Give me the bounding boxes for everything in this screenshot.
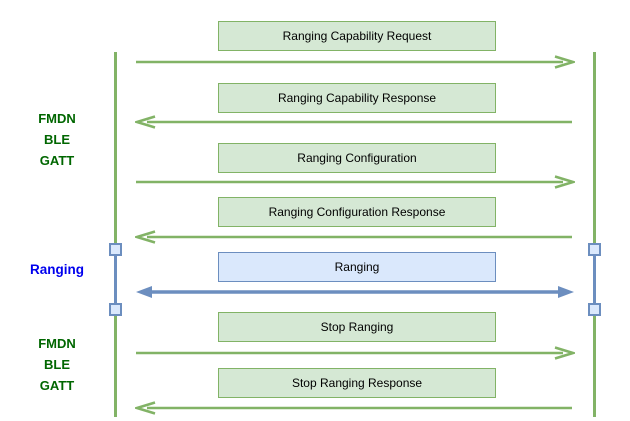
message-box-ranging-configuration-response: Ranging Configuration Response <box>218 197 496 227</box>
right-lifeline <box>593 52 596 417</box>
phase-label-fmdn-ble-gatt-top: FMDN BLE GATT <box>7 108 107 171</box>
phase-label-line: Ranging <box>30 262 84 277</box>
phase-label-line: FMDN <box>38 111 76 126</box>
message-label: Ranging Configuration Response <box>268 205 446 219</box>
message-label: Ranging <box>334 260 380 274</box>
message-label: Ranging Configuration <box>297 151 417 165</box>
arrow-ranging-capability-response-left <box>135 115 572 129</box>
message-box-ranging-configuration: Ranging Configuration <box>218 143 496 173</box>
message-box-stop-ranging-response: Stop Ranging Response <box>218 368 496 398</box>
arrow-ranging-bidirectional <box>136 286 574 298</box>
arrow-ranging-configuration-right <box>136 175 575 189</box>
phase-label-ranging: Ranging <box>7 262 107 278</box>
message-box-ranging: Ranging <box>218 252 496 282</box>
phase-label-line: BLE <box>44 357 70 372</box>
arrow-ranging-configuration-response-left <box>135 230 572 244</box>
arrow-ranging-capability-request-right <box>136 55 575 69</box>
left-lifeline <box>114 52 117 417</box>
message-label: Ranging Capability Response <box>277 91 437 105</box>
message-box-ranging-capability-response: Ranging Capability Response <box>218 83 496 113</box>
message-label: Stop Ranging Response <box>291 376 423 390</box>
right-lifeline-ranging-segment <box>593 250 596 310</box>
phase-label-fmdn-ble-gatt-bottom: FMDN BLE GATT <box>7 333 107 396</box>
phase-label-line: GATT <box>39 153 75 168</box>
message-label: Stop Ranging <box>320 320 394 334</box>
message-label: Ranging Capability Request <box>282 29 432 43</box>
message-box-stop-ranging: Stop Ranging <box>218 312 496 342</box>
phase-label-line: FMDN <box>38 336 76 351</box>
arrow-stop-ranging-response-left <box>135 401 572 415</box>
phase-label-line: GATT <box>39 378 75 393</box>
phase-label-line: BLE <box>44 132 70 147</box>
activation-square-left-top <box>109 243 122 256</box>
activation-square-left-bottom <box>109 303 122 316</box>
activation-square-right-bottom <box>588 303 601 316</box>
arrow-stop-ranging-right <box>136 346 575 360</box>
activation-square-right-top <box>588 243 601 256</box>
message-box-ranging-capability-request: Ranging Capability Request <box>218 21 496 51</box>
left-lifeline-ranging-segment <box>114 250 117 310</box>
